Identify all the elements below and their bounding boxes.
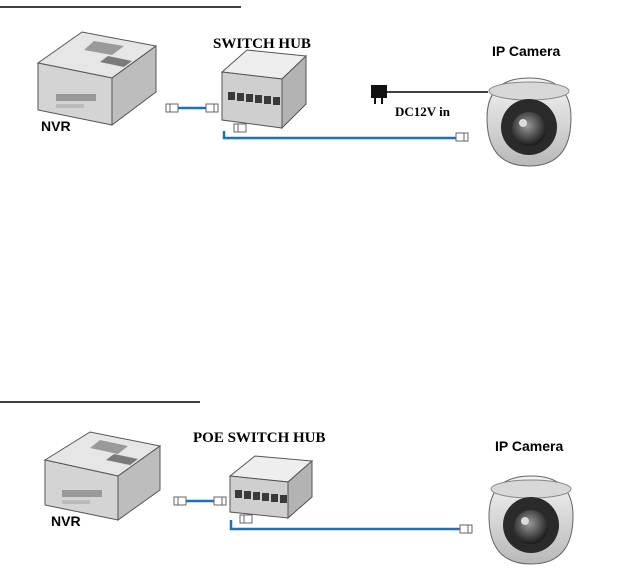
rj45-connector-icon [165,103,179,113]
nvr-label: NVR [41,118,71,134]
switch-to-camera-poe-cable [229,520,462,531]
switch-ports [235,490,287,503]
rj45-connector-icon [205,103,219,113]
poe-switch-hub-label: POE SWITCH HUB [193,430,326,446]
switch-ports [228,92,280,105]
diagram-bottom: NVR POE SWITCH HUB IP Came [0,401,574,565]
rj45-connector-icon [233,123,247,133]
rj45-connector-icon [455,132,469,142]
power-label: DC12V in [395,104,451,119]
rj45-connector-icon [173,496,187,506]
switch-hub-device [220,49,308,130]
ip-camera-label: IP Camera [495,438,563,454]
power-adapter-icon [371,85,387,104]
dome-camera-icon [488,475,574,565]
nvr-device [36,31,158,126]
poe-switch-hub-device [228,455,314,520]
rj45-connector-icon [239,514,253,524]
rj45-connector-icon [459,524,473,534]
switch-to-camera-cable [222,131,458,140]
ip-camera-label: IP Camera [492,43,560,59]
nvr-device [43,431,162,521]
rj45-connector-icon [213,496,227,506]
nvr-label: NVR [51,513,81,529]
diagram-top: NVR SWITCH HUB DC12V in [0,6,572,167]
switch-hub-label: SWITCH HUB [213,36,311,52]
dome-camera-icon [486,77,572,167]
